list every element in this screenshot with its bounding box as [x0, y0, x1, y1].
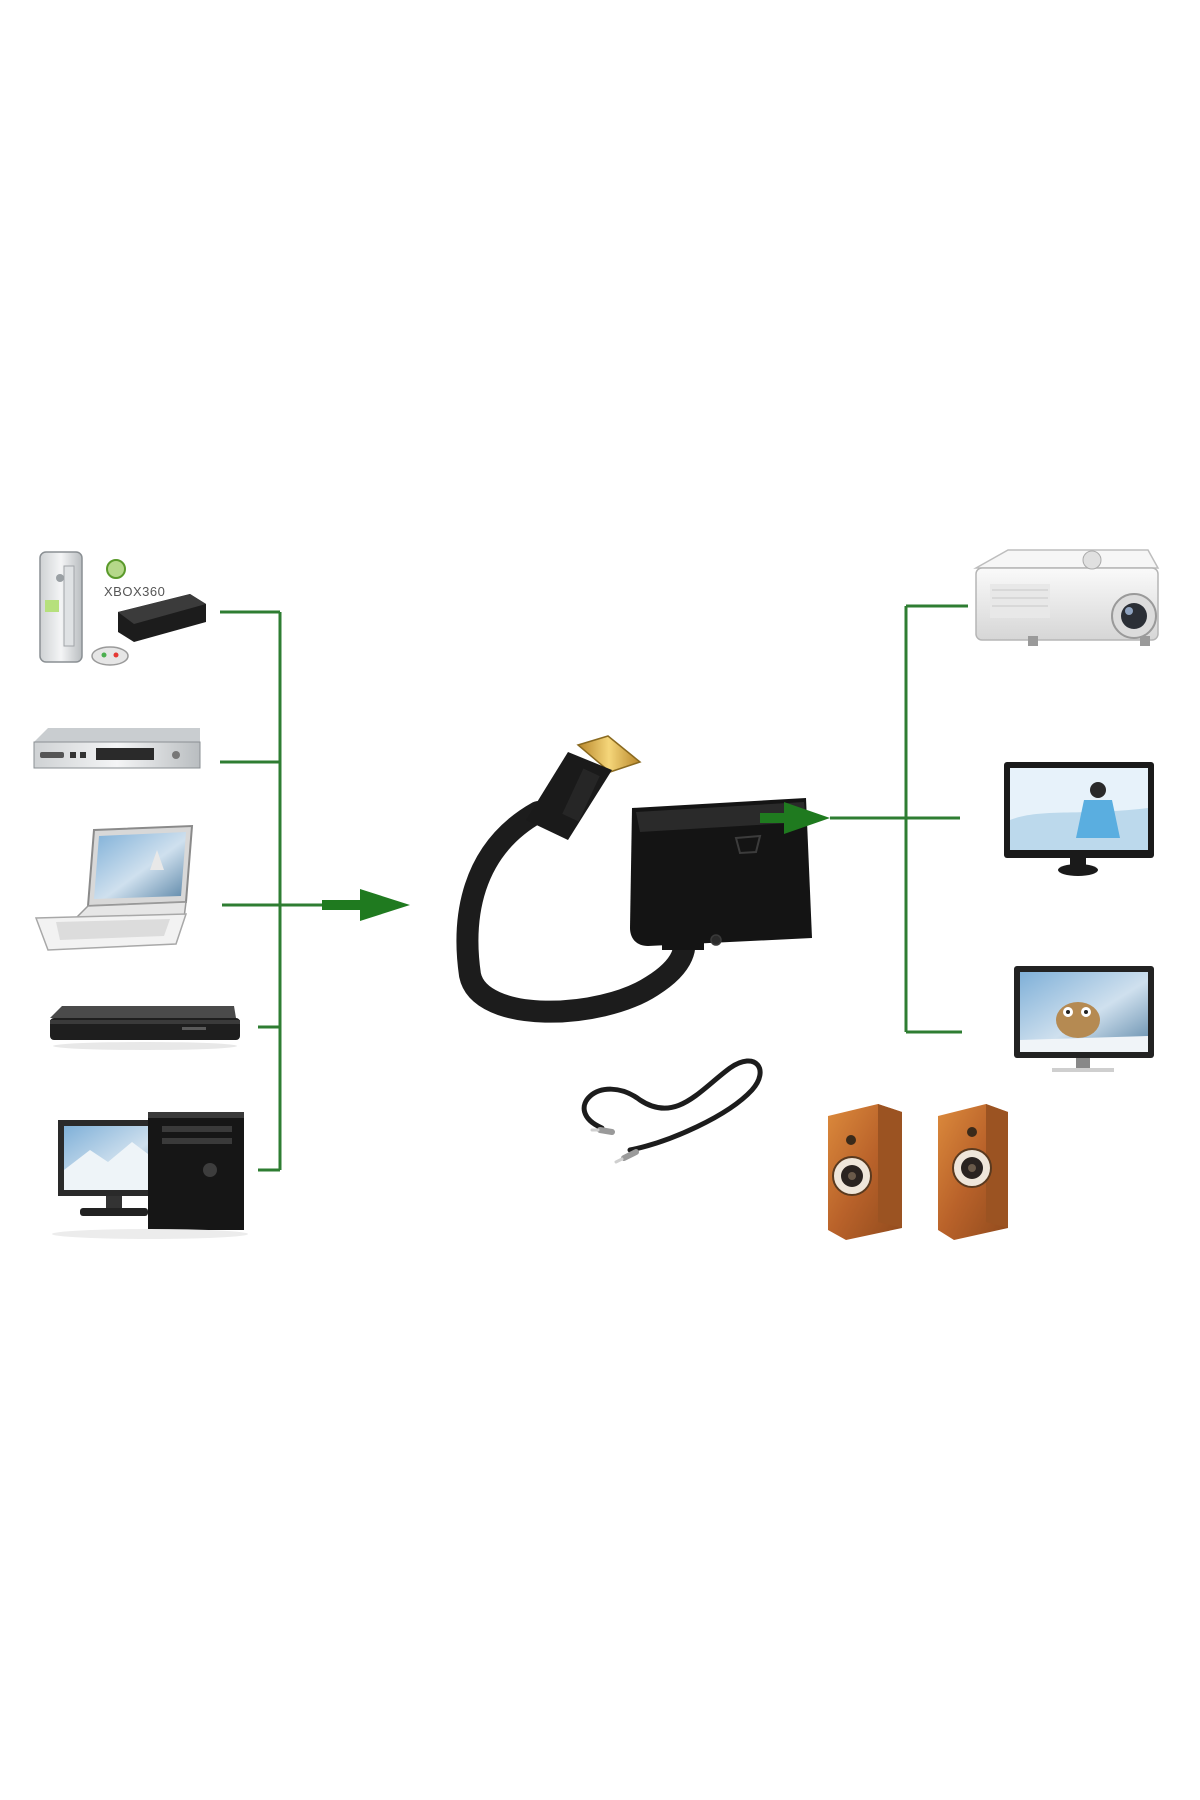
speakers-icon: [828, 1104, 1008, 1240]
aux-cable-icon: [581, 1058, 763, 1164]
output-devices: [828, 549, 1160, 1240]
source-devices: XBOX360: [33, 551, 248, 1239]
dvd-player-icon: [33, 728, 201, 769]
audio-jack-icon: [710, 934, 722, 946]
monitor-icon: [1004, 762, 1154, 876]
source-connector-lines: [220, 610, 322, 1172]
speaker-left: [828, 1104, 902, 1240]
game-console-icon: XBOX360: [39, 551, 206, 666]
laptop-icon: [34, 824, 194, 951]
vga-port-icon: [734, 834, 762, 855]
bluray-player-icon: [50, 1006, 240, 1050]
desktop-pc-icon: [52, 1112, 248, 1239]
output-connector-lines: [830, 604, 968, 1034]
input-arrow-icon: [322, 889, 410, 921]
projector-icon: [973, 549, 1160, 646]
xbox-logo-text: XBOX360: [104, 584, 165, 599]
tv-icon: [1014, 966, 1154, 1072]
output-arrow-icon: [760, 802, 830, 834]
hdmi-vga-adapter: [456, 735, 812, 1023]
hdmi-connector-icon: [526, 735, 642, 840]
speaker-right: [938, 1104, 1008, 1240]
